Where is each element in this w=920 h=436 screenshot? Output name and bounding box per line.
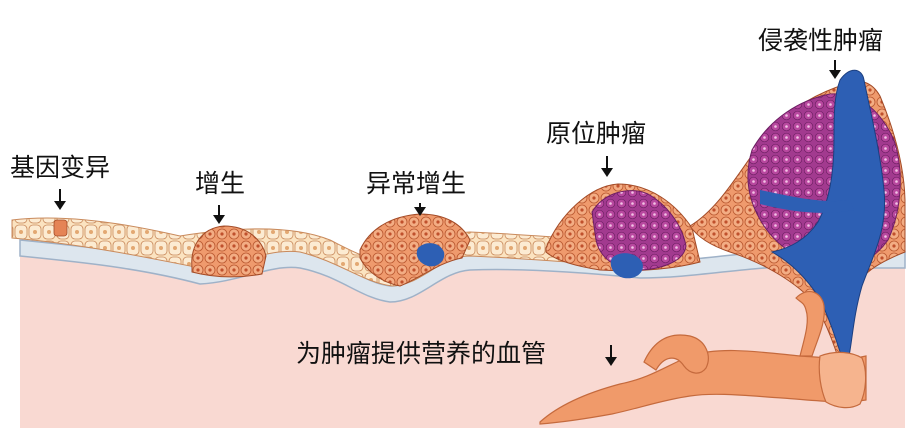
- blood-vessel-to-tumor: [795, 290, 825, 357]
- blood-vessel-end: [818, 351, 867, 409]
- label-invasive-tumor: 侵袭性肿瘤: [758, 26, 884, 55]
- label-blood-vessel: 为肿瘤提供营养的血管: [296, 339, 547, 368]
- hyperplasia-region: [191, 225, 267, 278]
- label-hyperplasia: 增生: [195, 169, 246, 198]
- label-dysplasia: 异常增生: [366, 169, 467, 198]
- label-carcinoma-in-situ: 原位肿瘤: [546, 119, 647, 148]
- dysplasia-abnormal-cells: [416, 243, 445, 267]
- mutated-cell: [53, 219, 68, 237]
- dysplasia-region: [359, 213, 471, 287]
- blood-vessel-branch: [643, 334, 709, 374]
- invasive-tumor-blue-band: [760, 190, 854, 213]
- carcinoma-in-situ-tumor: [591, 190, 687, 271]
- label-gene-mutation: 基因变异: [10, 153, 111, 182]
- carcinoma-in-situ-invading-cells: [610, 253, 643, 279]
